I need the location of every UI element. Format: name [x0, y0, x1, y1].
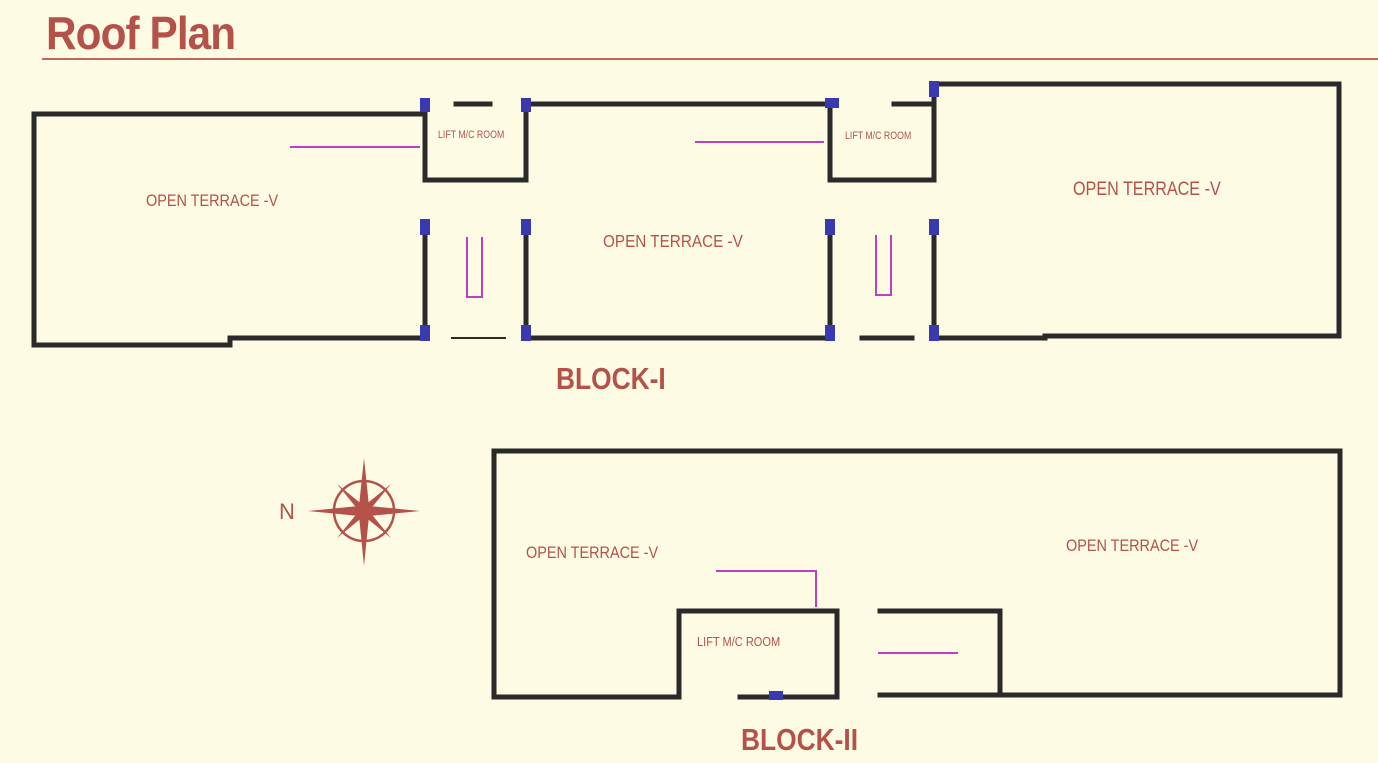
compass-point-nw: [337, 484, 364, 516]
compass-point-n: [359, 458, 369, 511]
column: [825, 219, 835, 235]
block2-stair-markers: [716, 570, 958, 654]
compass-point-ne: [364, 484, 391, 516]
compass-point-e: [364, 506, 420, 516]
compass-point-w: [308, 506, 364, 516]
block1-title: BLOCK-I: [556, 362, 666, 396]
block2-terrace-east-label: OPEN TERRACE -V: [1066, 537, 1199, 555]
block1-columns: [420, 81, 939, 341]
column: [929, 81, 939, 97]
compass-north-label: N: [279, 499, 295, 524]
block1-lift-room-1-label: LIFT M/C ROOM: [438, 129, 504, 141]
column: [929, 219, 939, 235]
block2-stair-core-walls: [877, 608, 1003, 698]
column: [521, 325, 531, 341]
block-2: [491, 448, 1343, 700]
block1-stair-markers: [290, 141, 892, 298]
compass-point-sw: [337, 506, 364, 538]
column: [769, 691, 783, 700]
stair-u-icon: [875, 235, 892, 296]
column: [521, 98, 531, 112]
compass-point-se: [364, 506, 391, 538]
compass-point-s: [359, 511, 369, 566]
block2-lift-room-walls: [676, 608, 840, 700]
stair-line: [716, 570, 817, 607]
block2-title: BLOCK-II: [741, 723, 858, 757]
block-1: [31, 81, 1342, 348]
title-underline: [42, 58, 1378, 60]
block1-lift-room-2-walls: [827, 84, 937, 183]
compass-rose: [308, 458, 420, 566]
column: [521, 219, 531, 235]
block2-outer-wall: [491, 448, 1343, 700]
column: [420, 219, 430, 235]
block1-terrace-east-label: OPEN TERRACE -V: [1073, 178, 1221, 200]
column: [929, 325, 939, 341]
column: [825, 98, 839, 108]
block2-terrace-west-label: OPEN TERRACE -V: [526, 544, 659, 562]
page-title: Roof Plan: [46, 7, 236, 59]
block1-east-wall: [931, 81, 1342, 341]
block1-west-wall: [31, 111, 428, 348]
block1-lift-room-1-walls: [422, 101, 529, 183]
column: [825, 325, 835, 341]
block1-terrace-west-label: OPEN TERRACE -V: [146, 192, 279, 210]
column: [420, 325, 430, 341]
column: [420, 98, 430, 112]
block2-lift-room-label: LIFT M/C ROOM: [697, 634, 780, 649]
block1-terrace-center-label: OPEN TERRACE -V: [603, 231, 744, 251]
block1-lift-room-2-label: LIFT M/C ROOM: [845, 130, 911, 142]
stair-u-icon: [466, 237, 483, 298]
